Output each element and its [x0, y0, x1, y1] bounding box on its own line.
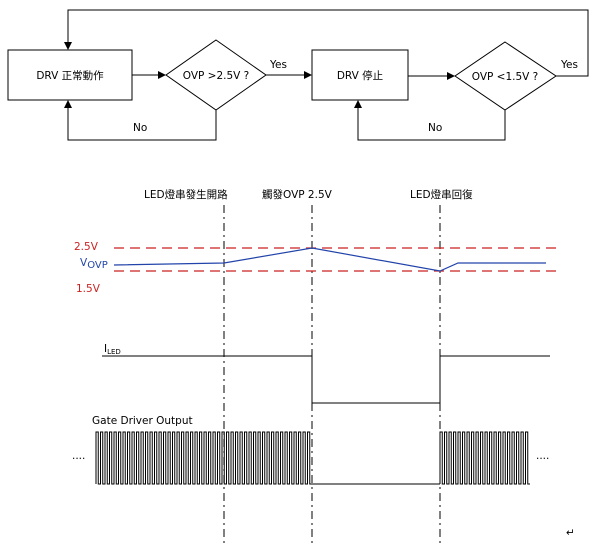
arrow-no-loop-1 — [64, 100, 217, 141]
event-trigger-label: 觸發OVP 2.5V — [262, 188, 333, 201]
flowchart-labels: DRV 正常動作 OVP >2.5V ? Yes No DRV 停止 OVP <… — [36, 59, 578, 134]
pulse-train — [95, 431, 312, 485]
label-ovp-high: OVP >2.5V ? — [183, 70, 250, 82]
event-labels: LED燈串發生開路 觸發OVP 2.5V LED燈串回復 — [144, 188, 473, 201]
threshold-high-label: 2.5V — [74, 241, 99, 253]
box-drv-normal — [7, 49, 133, 101]
label-drv-stop: DRV 停止 — [337, 69, 383, 82]
label-drv-normal: DRV 正常動作 — [36, 69, 104, 82]
label-yes-1: Yes — [269, 59, 287, 71]
arrow-no-loop-2 — [354, 100, 506, 141]
event-markers — [223, 205, 441, 543]
label-yes-2: Yes — [560, 59, 578, 71]
return-mark: ↵ — [566, 527, 575, 539]
gate-driver-label: Gate Driver Output — [92, 415, 193, 427]
threshold-low-label: 1.5V — [76, 283, 101, 295]
vovp-label: VOVP — [80, 257, 108, 271]
label-no-2: No — [428, 122, 442, 134]
threshold-lines — [114, 247, 556, 272]
pulse-train — [439, 431, 530, 485]
label-ovp-low: OVP <1.5V ? — [472, 71, 539, 83]
gate-ellipsis-left: ···· — [72, 453, 85, 465]
vovp-trace — [113, 247, 546, 272]
flowchart — [7, 9, 589, 141]
arrow-yes-return — [64, 9, 589, 77]
gate-driver-pulses — [95, 431, 530, 485]
iled-trace — [102, 355, 550, 404]
label-no-1: No — [133, 122, 147, 134]
iled-label: ILED — [104, 343, 121, 356]
event-open-label: LED燈串發生開路 — [144, 188, 228, 201]
gate-ellipsis-right: ···· — [536, 453, 549, 465]
event-recover-label: LED燈串回復 — [410, 188, 473, 201]
